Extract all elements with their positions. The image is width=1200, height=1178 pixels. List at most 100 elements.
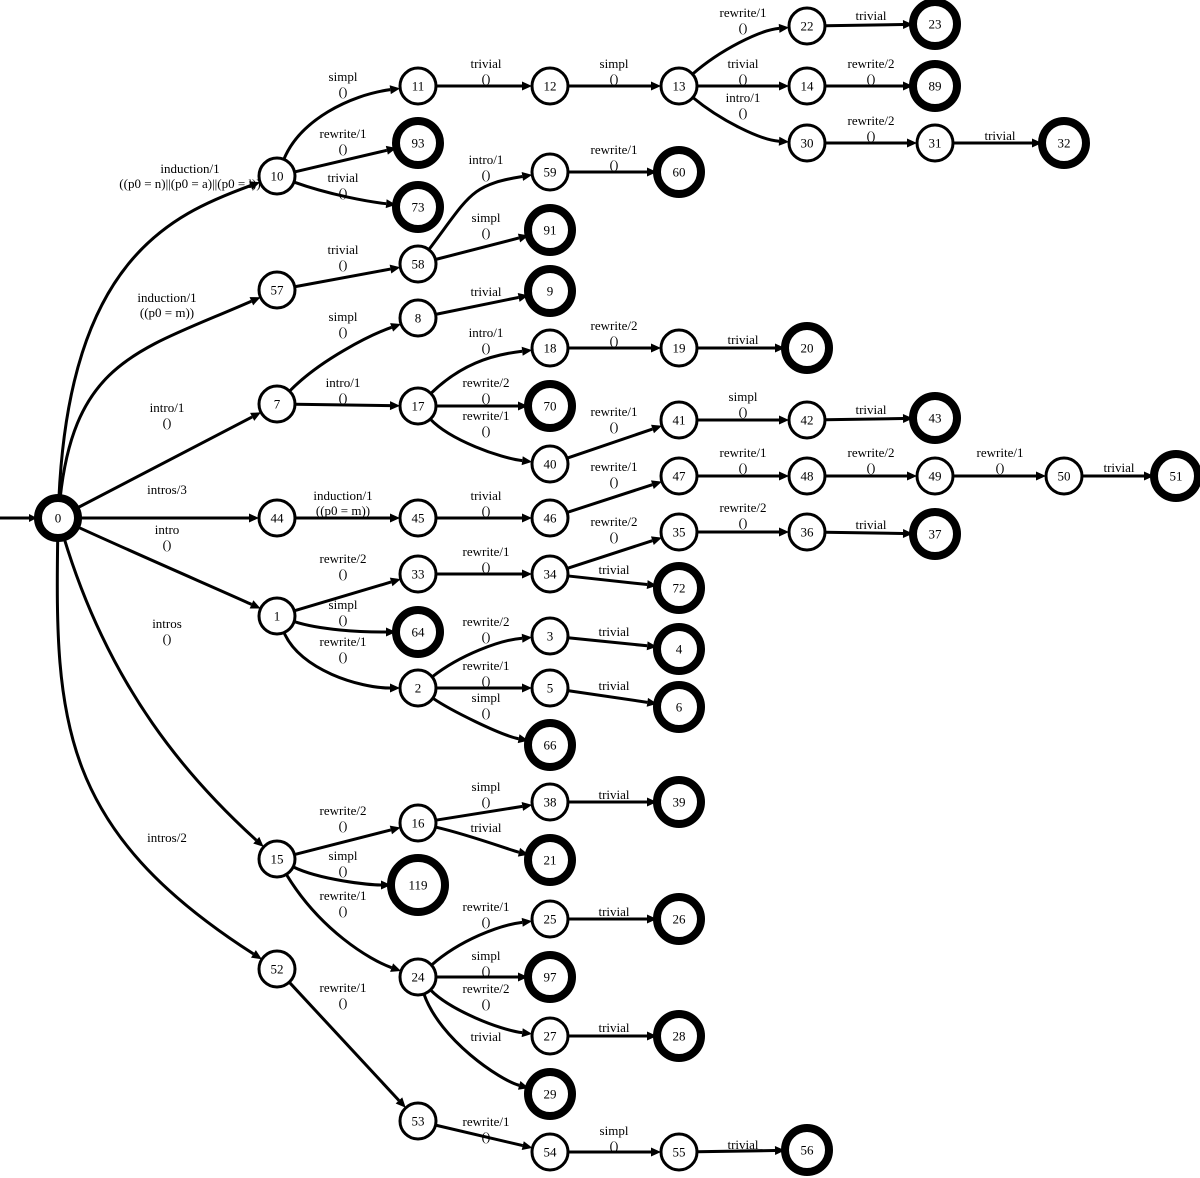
node-32[interactable]: 32 [1038,117,1090,169]
node-97[interactable]: 97 [524,951,576,1003]
arrowhead-38-39 [647,797,657,807]
node-35[interactable]: 35 [659,512,699,552]
node-label: 47 [673,469,687,484]
node-57[interactable]: 57 [257,270,297,310]
node-25[interactable]: 25 [530,899,570,939]
node-33[interactable]: 33 [398,554,438,594]
node-1[interactable]: 1 [257,596,297,636]
node-22[interactable]: 22 [787,6,827,46]
node-15[interactable]: 15 [257,839,297,879]
node-circle [398,668,438,708]
node-4[interactable]: 4 [653,623,705,675]
arrowhead-15-24 [390,963,402,972]
node-30[interactable]: 30 [787,123,827,163]
node-39[interactable]: 39 [653,776,705,828]
node-46[interactable]: 46 [530,498,570,538]
node-34[interactable]: 34 [530,554,570,594]
node-label: 33 [412,567,425,582]
edge-label-line: () [610,474,619,489]
node-53[interactable]: 53 [398,1101,438,1141]
node-43[interactable]: 43 [909,392,961,444]
node-5[interactable]: 5 [530,668,570,708]
node-17[interactable]: 17 [398,386,438,426]
node-19[interactable]: 19 [659,328,699,368]
node-23[interactable]: 23 [909,0,961,50]
node-16[interactable]: 16 [398,803,438,843]
node-59[interactable]: 59 [530,152,570,192]
node-24[interactable]: 24 [398,957,438,997]
node-54[interactable]: 54 [530,1132,570,1172]
node-52[interactable]: 52 [257,949,297,989]
arrowhead-13-14 [779,81,789,91]
node-18[interactable]: 18 [530,328,570,368]
node-label: 42 [801,413,814,428]
edge-label-24-29: trivial [470,1029,501,1044]
node-12[interactable]: 12 [530,66,570,106]
node-31[interactable]: 31 [915,123,955,163]
node-89[interactable]: 89 [909,60,961,112]
node-49[interactable]: 49 [915,456,955,496]
node-55[interactable]: 55 [659,1132,699,1172]
node-73[interactable]: 73 [392,181,444,233]
node-50[interactable]: 50 [1044,456,1084,496]
node-8[interactable]: 8 [398,298,438,338]
node-37[interactable]: 37 [909,508,961,560]
node-47[interactable]: 47 [659,456,699,496]
node-45[interactable]: 45 [398,498,438,538]
node-41[interactable]: 41 [659,400,699,440]
node-60[interactable]: 60 [653,146,705,198]
node-2[interactable]: 2 [398,668,438,708]
node-51[interactable]: 51 [1150,450,1200,502]
edge-label-line: simpl [472,948,501,963]
node-93[interactable]: 93 [392,117,444,169]
edge-label-line: () [739,105,748,120]
arrowhead-0-52 [250,950,262,960]
edge-label-line: simpl [329,309,358,324]
node-91[interactable]: 91 [524,204,576,256]
node-14[interactable]: 14 [787,66,827,106]
node-circle [909,508,961,560]
node-label: 21 [544,853,557,868]
node-11[interactable]: 11 [398,66,438,106]
node-26[interactable]: 26 [653,893,705,945]
arrowhead-34-72 [646,580,658,590]
node-21[interactable]: 21 [524,834,576,886]
node-48[interactable]: 48 [787,456,827,496]
edge-label-17-40: rewrite/1() [463,408,510,438]
node-28[interactable]: 28 [653,1010,705,1062]
arrowhead-14-89 [903,81,913,91]
node-58[interactable]: 58 [398,244,438,284]
node-13[interactable]: 13 [659,66,699,106]
node-56[interactable]: 56 [781,1124,833,1176]
edge-label-line: trivial [598,904,629,919]
node-0[interactable]: 0 [34,494,82,542]
edge-label-53-54: rewrite/1() [463,1114,510,1144]
node-72[interactable]: 72 [653,562,705,614]
node-36[interactable]: 36 [787,512,827,552]
node-3[interactable]: 3 [530,616,570,656]
node-20[interactable]: 20 [781,322,833,374]
node-7[interactable]: 7 [257,384,297,424]
node-circle [398,244,438,284]
node-9[interactable]: 9 [524,265,576,317]
node-6[interactable]: 6 [653,681,705,733]
node-38[interactable]: 38 [530,782,570,822]
edge-15-16 [294,828,392,857]
node-119[interactable]: 119 [387,854,449,916]
node-40[interactable]: 40 [530,444,570,484]
edge-label-1-2: rewrite/1() [320,634,367,664]
node-42[interactable]: 42 [787,400,827,440]
node-27[interactable]: 27 [530,1016,570,1056]
node-29[interactable]: 29 [524,1068,576,1120]
node-circle [1150,450,1200,502]
edge-label-41-42: simpl() [729,389,758,419]
node-44[interactable]: 44 [257,498,297,538]
node-64[interactable]: 64 [392,606,444,658]
node-circle [909,60,961,112]
edge-label-line: () [482,673,491,688]
node-66[interactable]: 66 [524,719,576,771]
edge-label-line: intro/1 [150,400,185,415]
node-70[interactable]: 70 [524,380,576,432]
node-10[interactable]: 10 [257,156,297,196]
node-label: 14 [801,79,815,94]
